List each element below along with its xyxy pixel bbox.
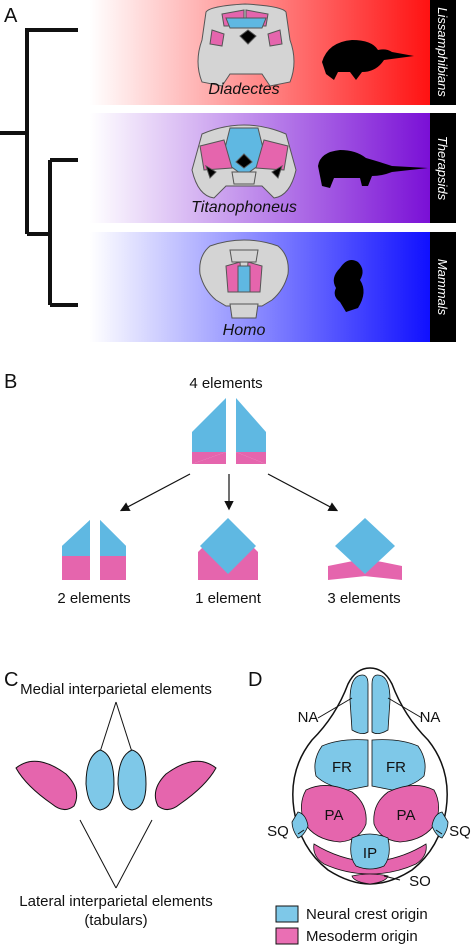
panel-c-pointer-lines (79, 701, 153, 889)
four-element-diagram (192, 398, 266, 464)
side-tab-lissamphibians (430, 0, 456, 105)
label-2-elements: 2 elements (57, 590, 130, 607)
label-3-elements: 3 elements (327, 590, 400, 607)
bone-label-fr-left: FR (332, 759, 352, 776)
panel-c-skull-elements (15, 749, 217, 811)
bone-label-sq-right: SQ (449, 823, 471, 840)
titanophoneus-skull (191, 124, 297, 199)
lateral-label: Lateral interparietal elements (19, 893, 212, 910)
bone-label-pa-left: PA (325, 807, 344, 824)
homo-skull (199, 239, 289, 319)
diadectes-skull (197, 3, 295, 87)
group-label-therapsids: Therapsids (435, 136, 450, 201)
diadectes-silhouette (322, 40, 414, 80)
homo-silhouette (333, 260, 364, 312)
panel-a-letter: A (4, 5, 18, 27)
one-element-diagram (198, 518, 258, 580)
arrow-right (267, 473, 339, 512)
legend-label-neural-crest: Neural crest origin (306, 906, 428, 923)
medial-label: Medial interparietal elements (20, 681, 212, 698)
panel-d-letter: D (248, 669, 262, 691)
panel-b-letter: B (4, 371, 17, 393)
group-label-lissamphibians: Lissamphibians (435, 7, 450, 97)
arrow-left (119, 473, 191, 512)
bone-label-ip: IP (363, 845, 377, 862)
legend-swatch-mesoderm (275, 927, 299, 945)
side-tab-therapsids (430, 113, 456, 223)
bone-label-fr-right: FR (386, 759, 406, 776)
cladogram (0, 28, 78, 307)
bone-label-na-right: NA (420, 709, 441, 726)
panel-d-pointer-lines (297, 697, 443, 881)
label-4-elements: 4 elements (189, 375, 262, 392)
titanophoneus-silhouette (318, 150, 428, 188)
legend-swatch-neural-crest (275, 905, 299, 923)
legend-label-mesoderm: Mesoderm origin (306, 928, 418, 945)
bone-label-na-left: NA (298, 709, 319, 726)
mouse-skull (291, 667, 449, 885)
panel-c-letter: C (4, 669, 18, 691)
taxon-label-diadectes: Diadectes (208, 81, 279, 98)
bone-label-so: SO (409, 873, 431, 890)
group-label-mammals: Mammals (435, 259, 450, 316)
side-tab-mammals (430, 232, 456, 342)
taxon-label-homo: Homo (223, 322, 266, 339)
three-element-diagram (328, 518, 402, 580)
taxon-label-titanophoneus: Titanophoneus (191, 199, 297, 216)
bone-label-pa-right: PA (397, 807, 416, 824)
two-element-diagram (62, 520, 126, 580)
bone-label-sq-left: SQ (267, 823, 289, 840)
label-1-element: 1 element (195, 590, 262, 607)
lateral-sublabel: (tabulars) (84, 912, 147, 929)
